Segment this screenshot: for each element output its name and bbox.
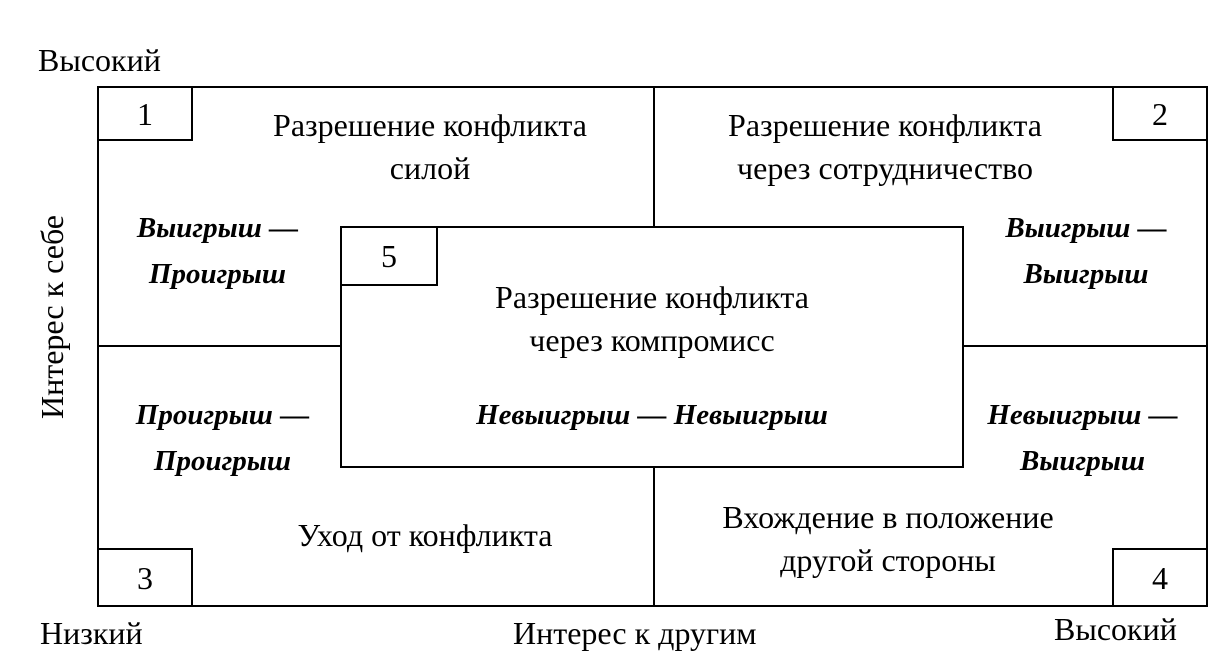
quadrant-5-outcome: Невыигрыш — Невыигрыш <box>476 399 828 431</box>
quadrant-2-outcome: Выигрыш — Выигрыш <box>975 205 1197 298</box>
y-axis-label: Интерес к себе <box>34 214 70 420</box>
quadrant-4-title-line1: Вхождение в положение <box>722 499 1054 535</box>
quadrant-4-title-line2: другой стороны <box>780 542 996 579</box>
vertical-divider-bottom <box>653 467 655 607</box>
quadrant-1-title-line2: силой <box>389 150 471 187</box>
vertical-divider-top <box>653 86 655 227</box>
quadrant-1-outcome-line1: Выигрыш — <box>136 212 299 244</box>
quadrant-2-outcome-line2: Выигрыш <box>1023 258 1149 291</box>
quadrant-2-outcome-line1: Выигрыш — <box>1005 212 1167 244</box>
quadrant-3-outcome-line1: Проигрыш — <box>135 399 310 431</box>
quadrant-5-title-line2: через компромисс <box>529 322 775 359</box>
quadrant-3-outcome-line2: Проигрыш <box>153 445 292 478</box>
quadrant-4-outcome: Невыигрыш — Выигрыш <box>965 392 1200 485</box>
x-axis-high-label: Высокий <box>1054 611 1177 647</box>
horizontal-divider-right <box>963 345 1208 347</box>
quadrant-1-number: 1 <box>97 86 193 141</box>
quadrant-4-outcome-line2: Выигрыш <box>1019 445 1146 478</box>
horizontal-divider-left <box>97 345 341 347</box>
quadrant-5-title: Разрешение конфликта через компромисс <box>342 276 962 362</box>
quadrant-1-outcome-line2: Проигрыш <box>148 258 287 291</box>
quadrant-3-outcome: Проигрыш — Проигрыш <box>110 392 335 485</box>
quadrant-2-title: Разрешение конфликта через сотрудничеств… <box>665 104 1105 190</box>
x-axis-low-label: Низкий <box>40 615 143 651</box>
quadrant-4-outcome-line1: Невыигрыш — <box>987 399 1178 431</box>
quadrant-2-title-line1: Разрешение конфликта <box>728 107 1042 143</box>
quadrant-5-number: 5 <box>340 226 438 286</box>
quadrant-1-outcome: Выигрыш — Проигрыш <box>110 205 325 298</box>
x-axis-label: Интерес к другим <box>513 615 757 651</box>
quadrant-2-title-line2: через сотрудничество <box>737 150 1033 187</box>
quadrant-5-title-line1: Разрешение конфликта <box>495 279 809 315</box>
quadrant-4-number: 4 <box>1112 548 1208 607</box>
quadrant-3-title: Уход от конфликта <box>297 517 553 553</box>
quadrant-4-title: Вхождение в положение другой стороны <box>668 496 1108 582</box>
compromise-box: 5 Разрешение конфликта через компромисс … <box>340 226 964 468</box>
quadrant-1-title-line1: Разрешение конфликта <box>273 107 587 143</box>
quadrant-2-number: 2 <box>1112 86 1208 141</box>
quadrant-3-number: 3 <box>97 548 193 607</box>
y-axis-high-label: Высокий <box>38 42 161 78</box>
quadrant-1-title: Разрешение конфликта силой <box>210 104 650 190</box>
